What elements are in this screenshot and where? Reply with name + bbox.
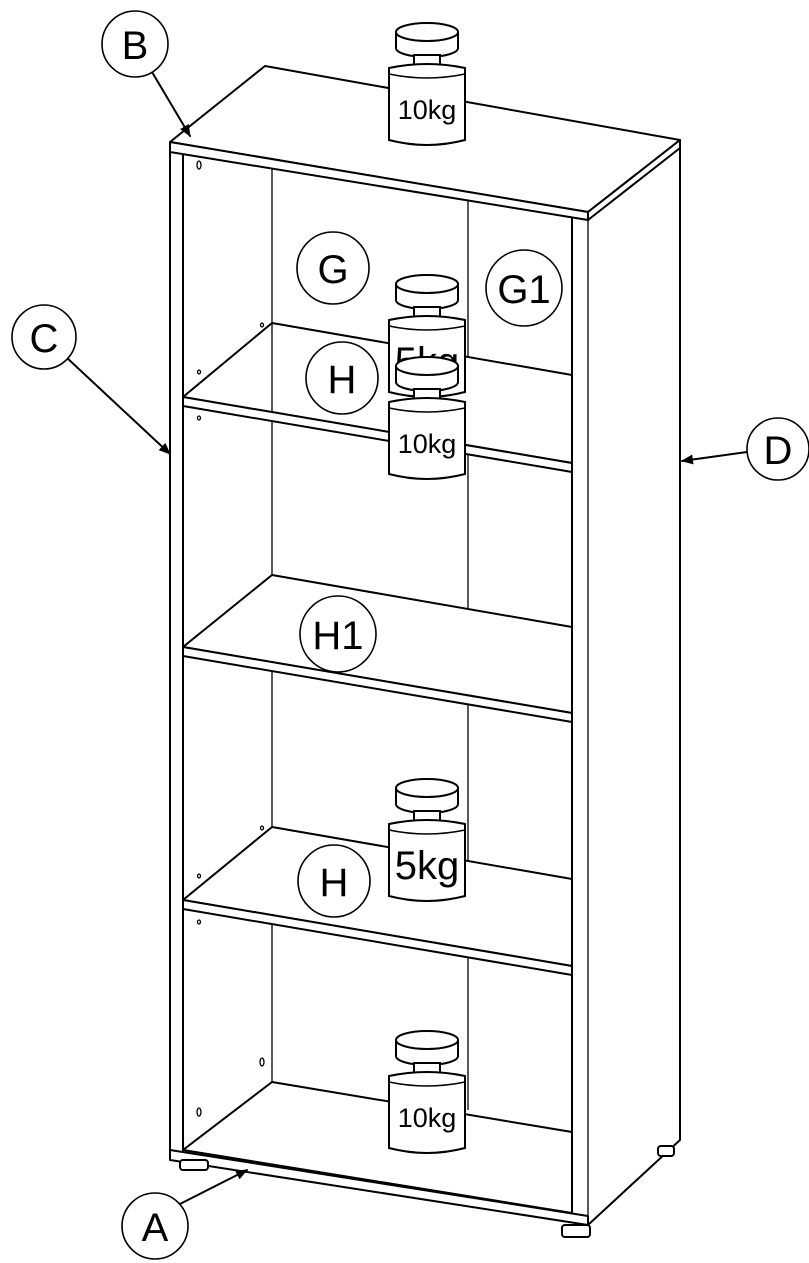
weight-top: 10kg bbox=[388, 22, 466, 146]
svg-text:B: B bbox=[122, 24, 149, 68]
shelf-upper bbox=[182, 322, 573, 464]
bottom-panel bbox=[182, 1081, 573, 1214]
part-label-H1: H1 bbox=[299, 595, 377, 673]
svg-text:H: H bbox=[320, 861, 349, 905]
weight-shelf-2: 10kg bbox=[388, 356, 466, 480]
arrow-icon bbox=[681, 451, 748, 465]
svg-text:H: H bbox=[328, 358, 357, 402]
svg-text:C: C bbox=[30, 317, 59, 361]
cabinet-body bbox=[169, 65, 681, 1238]
part-label-G: G bbox=[296, 231, 370, 305]
weight-bottom: 10kg bbox=[388, 1030, 466, 1154]
svg-text:G1: G1 bbox=[497, 268, 550, 312]
weight-shelf-2-label: 10kg bbox=[398, 429, 457, 459]
arrow-icon bbox=[65, 356, 171, 455]
foot-right bbox=[561, 1224, 591, 1238]
callout-B: B bbox=[101, 10, 191, 137]
part-label-H-lower: H bbox=[297, 844, 371, 918]
weight-shelf-3: 5kg bbox=[388, 778, 466, 902]
weight-top-label: 10kg bbox=[398, 95, 457, 125]
callout-A: A bbox=[121, 1169, 248, 1260]
svg-text:A: A bbox=[142, 1206, 169, 1250]
svg-text:H1: H1 bbox=[312, 614, 363, 658]
weight-bottom-label: 10kg bbox=[398, 1103, 457, 1133]
callout-D: D bbox=[681, 417, 809, 481]
shelf-lower bbox=[182, 826, 573, 967]
part-label-G1: G1 bbox=[485, 249, 563, 327]
foot-left bbox=[179, 1159, 209, 1171]
part-label-H-upper: H bbox=[305, 341, 379, 415]
svg-text:G: G bbox=[317, 248, 348, 292]
arrow-icon bbox=[173, 1169, 248, 1208]
arrow-icon bbox=[151, 71, 191, 137]
shelf-middle bbox=[182, 574, 573, 714]
weight-shelf-3-label: 5kg bbox=[395, 844, 460, 888]
callout-C: C bbox=[11, 304, 171, 455]
left-side-panel bbox=[169, 151, 184, 1161]
svg-text:D: D bbox=[764, 429, 793, 473]
foot-back-right bbox=[657, 1145, 675, 1157]
